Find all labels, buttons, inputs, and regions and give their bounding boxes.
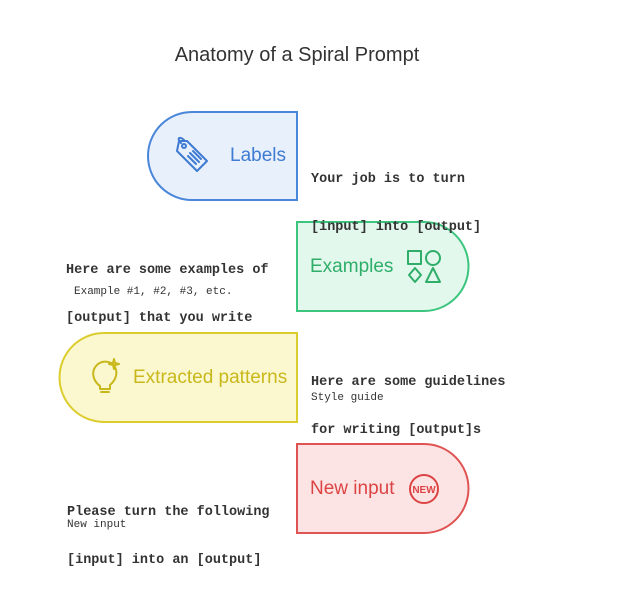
labels-label: Labels <box>230 145 286 166</box>
lightbulb-icon <box>92 358 120 393</box>
patterns-detail: Style guide <box>311 392 384 404</box>
diagram-title: Anatomy of a Spiral Prompt <box>174 44 420 66</box>
patterns-label: Extracted patterns <box>133 367 288 388</box>
patterns-heading-line1: Here are some guidelines <box>311 375 506 390</box>
newinput-detail: New input <box>67 519 127 531</box>
labels-heading-line2: [input] into [output] <box>311 220 482 235</box>
tag-icon <box>176 136 208 172</box>
examples-heading-line1: Here are some examples of <box>66 263 269 278</box>
labels-shape <box>147 111 298 201</box>
newinput-heading-line1: Please turn the following <box>67 505 270 520</box>
new-badge-text: NEW <box>412 485 436 496</box>
examples-heading-line2: [output] that you write <box>66 311 253 326</box>
newinput-heading: Please turn the following [input] into a… <box>67 473 270 585</box>
newinput-shape <box>296 443 470 534</box>
shapes-icon <box>407 250 441 283</box>
examples-label: Examples <box>310 256 394 277</box>
patterns-heading: Here are some guidelines for writing [ou… <box>311 343 505 455</box>
examples-shape <box>296 221 470 312</box>
patterns-heading-line2: for writing [output]s <box>311 423 482 438</box>
examples-detail: Example #1, #2, #3, etc. <box>74 286 233 298</box>
newinput-label: New input <box>310 478 395 499</box>
labels-heading-line1: Your job is to turn <box>311 172 465 187</box>
labels-heading: Your job is to turn [input] into [output… <box>311 140 481 252</box>
examples-heading: Here are some examples of [output] that … <box>66 231 269 343</box>
newinput-heading-line2: [input] into an [output] <box>67 553 262 568</box>
new-badge-icon: NEW <box>409 474 439 504</box>
patterns-shape <box>58 332 298 423</box>
